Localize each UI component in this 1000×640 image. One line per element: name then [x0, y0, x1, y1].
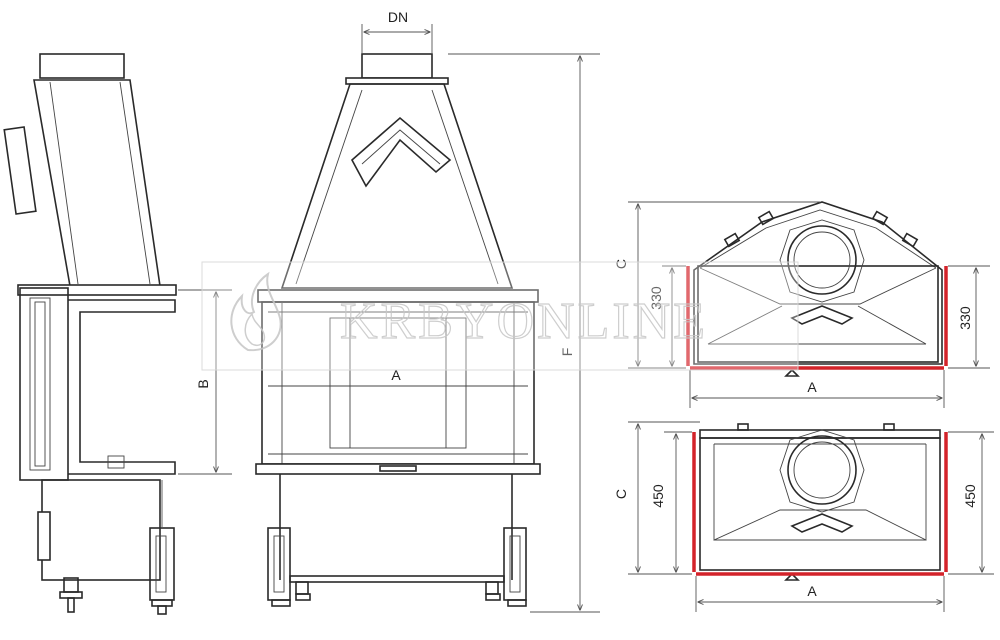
- plan-view-330: [686, 201, 948, 377]
- chevron-vent-icon: [790, 305, 854, 325]
- dim-label-b: B: [195, 379, 211, 388]
- dim-label-a-front: A: [391, 367, 401, 383]
- dim-label-450-right: 450: [962, 484, 978, 508]
- watermark: KRBYONLINE: [201, 261, 799, 371]
- dim-label-450-left: 450: [650, 484, 666, 508]
- watermark-text: KRBYONLINE: [340, 293, 708, 350]
- dim-label-f: F: [559, 348, 575, 357]
- chevron-vent-icon: [350, 116, 452, 188]
- dim-label-c-top: C: [613, 259, 629, 269]
- plan-330-dimensions: [628, 201, 990, 408]
- dim-label-dn: DN: [388, 9, 408, 25]
- flame-logo-icon: [230, 271, 282, 352]
- dim-label-330-right: 330: [957, 306, 973, 330]
- plan-view-450: [692, 423, 948, 581]
- dim-label-a-bottom: A: [807, 583, 817, 599]
- dim-label-330-left: 330: [648, 286, 664, 310]
- front-view: [255, 53, 541, 607]
- side-view: [3, 53, 177, 615]
- chevron-vent-icon: [790, 513, 854, 533]
- dim-label-a-top: A: [807, 379, 817, 395]
- dim-label-c-bottom: C: [613, 489, 629, 499]
- front-dimensions: [178, 24, 600, 613]
- plan-450-dimensions: [628, 421, 994, 612]
